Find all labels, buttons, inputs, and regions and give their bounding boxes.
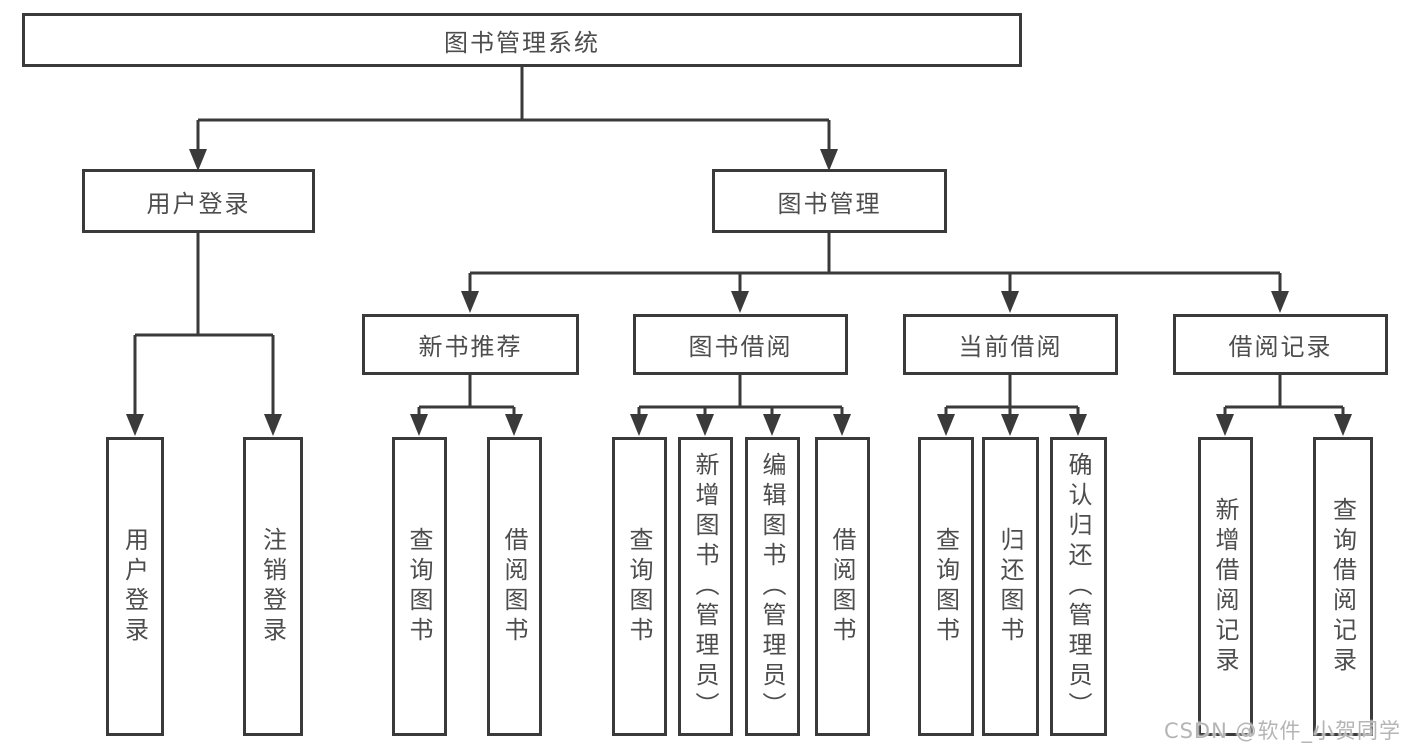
node-label: 新增借阅记录: [1211, 496, 1239, 677]
node-label: 查询图书: [625, 526, 653, 647]
node-book-borrowing: 图书借阅: [633, 314, 848, 375]
leaf-edit-books-admin: 编辑图书（管理员）: [745, 437, 800, 736]
leaf-confirm-return-admin: 确认归还（管理员）: [1050, 437, 1107, 736]
node-label: 当前借阅: [958, 333, 1063, 361]
node-label: 图书管理系统: [444, 28, 600, 57]
leaf-query-borrow-record: 查询借阅记录: [1313, 437, 1373, 736]
arrowhead-icon: [1069, 414, 1087, 436]
node-label: 借阅记录: [1228, 333, 1333, 361]
watermark: CSDN @软件_小贺同学: [1163, 719, 1401, 743]
arrowhead-icons: [126, 149, 1352, 436]
connector-book-borrow-to-leaves: [637, 375, 844, 416]
node-label: 查询图书: [931, 526, 960, 647]
arrowhead-icon: [731, 291, 749, 313]
node-borrowing-records: 借阅记录: [1173, 314, 1388, 375]
arrowhead-icon: [1001, 414, 1019, 436]
leaf-borrow-books: 借阅图书: [815, 437, 870, 736]
node-current-borrowing: 当前借阅: [903, 314, 1118, 375]
arrowhead-icon: [820, 149, 838, 171]
arrowhead-icon: [126, 414, 144, 436]
node-label: 编辑图书（管理员）: [758, 451, 786, 722]
node-library-management-system: 图书管理系统: [22, 13, 1022, 67]
connector-current-borrow-to-leaves: [944, 375, 1080, 416]
node-label: 新增图书（管理员）: [691, 451, 719, 722]
arrowhead-icon: [696, 414, 714, 436]
connector-root-to-level2: [196, 67, 831, 151]
arrowhead-icon: [630, 414, 648, 436]
arrowhead-icon: [1334, 414, 1352, 436]
arrowhead-icon: [1271, 291, 1289, 313]
node-label: 查询借阅记录: [1328, 496, 1357, 677]
node-book-management: 图书管理: [712, 169, 947, 233]
arrowhead-icon: [763, 414, 781, 436]
arrowhead-icon: [1001, 291, 1019, 313]
node-label: 图书借阅: [688, 333, 793, 361]
arrowhead-icon: [189, 149, 207, 171]
leaf-borrow-books-recommend: 借阅图书: [487, 437, 542, 736]
connector-user-login-to-leaves: [133, 233, 275, 416]
node-label: 图书管理: [777, 189, 882, 218]
arrowhead-icon: [505, 414, 523, 436]
node-label: 新书推荐: [418, 333, 523, 361]
node-new-book-recommendation: 新书推荐: [362, 314, 579, 375]
connector-book-management-to-level3: [468, 233, 1282, 293]
node-user-login: 用户登录: [82, 169, 315, 233]
arrowhead-icon: [937, 414, 955, 436]
arrowhead-icon: [833, 414, 851, 436]
leaf-user-login: 用户登录: [106, 437, 164, 736]
node-label: 用户登录: [146, 189, 251, 218]
node-label: 借阅图书: [828, 526, 856, 647]
leaf-query-books-current: 查询图书: [918, 437, 974, 736]
node-label: 注销登录: [258, 526, 287, 647]
node-label: 查询图书: [405, 526, 433, 647]
leaf-query-books-recommend: 查询图书: [392, 437, 447, 736]
arrowhead-icon: [1216, 414, 1234, 436]
leaf-query-books-borrow: 查询图书: [612, 437, 667, 736]
leaf-add-books-admin: 新增图书（管理员）: [678, 437, 733, 736]
leaf-return-books: 归还图书: [982, 437, 1039, 736]
connector-borrow-records-to-leaves: [1223, 375, 1345, 416]
leaf-logout: 注销登录: [243, 437, 303, 736]
node-label: 归还图书: [996, 526, 1024, 647]
node-label: 借阅图书: [500, 526, 528, 647]
node-label: 确认归还（管理员）: [1064, 451, 1092, 722]
leaf-add-borrow-record: 新增借阅记录: [1198, 437, 1253, 736]
arrowhead-icon: [264, 414, 282, 436]
node-label: 用户登录: [120, 526, 149, 647]
connector-new-book-recommend-to-leaves: [417, 375, 516, 416]
arrowhead-icon: [461, 291, 479, 313]
arrowhead-icon: [410, 414, 428, 436]
